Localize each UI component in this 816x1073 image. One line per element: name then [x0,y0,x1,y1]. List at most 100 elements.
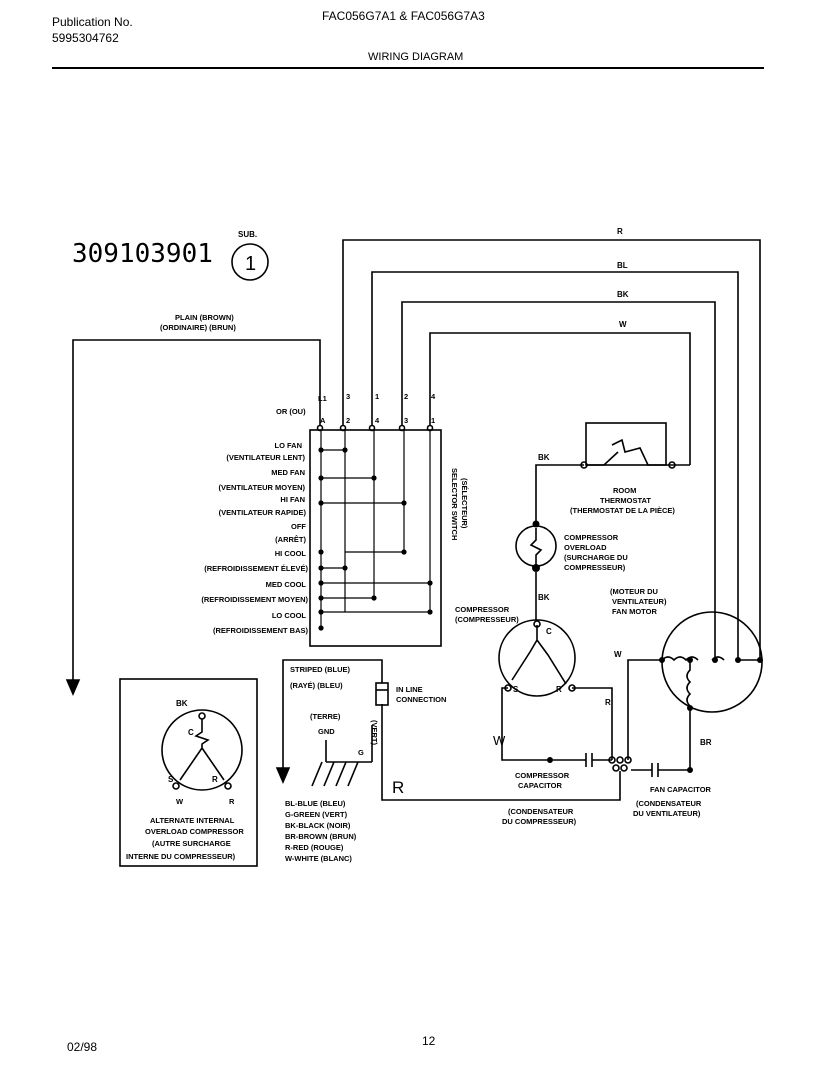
comp-term-s: S [513,685,519,694]
alt-term-s: S [168,775,174,784]
wire-w-cap: W [493,733,506,748]
plain-label-fr: (ORDINAIRE) (BRUN) [160,323,236,332]
alt-wire-r: R [229,797,235,806]
switch-row-labels: LO FAN (VENTILATEUR LENT) MED FAN (VENTI… [201,441,308,635]
page-number: 12 [422,1034,436,1048]
ground-label: (TERRE) [310,712,341,721]
wire-fan-w [627,659,662,760]
switch-row-label: MED FAN [271,468,305,477]
term-l1: L1 [318,394,327,403]
switch-row-label: (REFROIDISSEMENT BAS) [213,626,309,635]
legend-item: R-RED (ROUGE) [285,843,344,852]
term-2: 2 [404,392,408,401]
wire-striped [282,659,376,770]
color-legend: BL-BLUE (BLEU) G-GREEN (VERT) BK-BLACK (… [285,799,357,863]
alt-terminal-r [224,782,232,790]
term-1: 1 [375,392,379,401]
switch-terminals [316,424,434,432]
thermostat-label: THERMOSTAT [600,496,651,505]
alt-caption-line: OVERLOAD COMPRESSOR [145,827,244,836]
sub-number: 1 [245,253,256,275]
alt-caption-line: INTERNE DU COMPRESSEUR) [126,852,236,861]
alternate-overload-box [119,678,258,867]
in-line-label: IN LINE [396,685,423,694]
in-line-connector [375,682,389,706]
wire-to-connector [376,659,383,683]
comp-cap-label-2: CAPACITOR [518,781,562,790]
overload-label-2: OVERLOAD [564,543,607,552]
overload-label-fr2: COMPRESSEUR) [564,563,626,572]
switch-row-label: (REFROIDISSEMENT MOYEN) [201,595,308,604]
switch-row-label: MED COOL [266,580,307,589]
sub-label: SUB. [238,230,257,239]
wire-bk-thermo: BK [538,453,550,462]
compressor-terminal-c [533,620,541,628]
legend-item: BK-BLACK (NOIR) [285,821,351,830]
wire-white-top [429,332,691,465]
comp-cap-label-fr2: DU COMPRESSEUR) [502,817,577,826]
fan-motor-label-fr2: VENTILATEUR) [612,597,667,606]
wire-label-w: W [619,320,627,329]
publication-label: Publication No. [52,15,133,29]
switch-row-label: HI COOL [275,549,307,558]
part-number: 309103901 [72,239,213,269]
legend-item: BL-BLUE (BLEU) [285,799,346,808]
vert-label: (VERT) [370,720,379,746]
g-label: G [358,748,364,757]
model-numbers: FAC056G7A1 & FAC056G7A3 [322,9,485,23]
wire-r-cap: R [605,698,611,707]
alt-windings [179,719,225,781]
fan-motor-circle [661,611,763,713]
wire-comp-r [572,687,613,760]
switch-row-label: (VENTILATEUR LENT) [226,453,305,462]
wire-black-top [401,301,716,660]
fan-cap-label-fr2: DU VENTILATEUR) [633,809,701,818]
legend-item: G-GREEN (VERT) [285,810,348,819]
comp-cap-terminal [547,757,553,763]
alt-term-r: R [212,775,218,784]
section-title: WIRING DIAGRAM [368,51,464,63]
overload-terminal [532,564,540,572]
gnd-label: GND [318,727,335,736]
selector-switch-label-fr: (SÉLECTEUR) [460,478,469,529]
alt-terminal-top [198,712,206,720]
thermostat-label-fr: (THERMOSTAT DE LA PIÈCE) [570,506,675,515]
fan-motor-coils [661,656,760,662]
wire-bk-comp: BK [538,593,550,602]
legend-item: BR-BROWN (BRUN) [285,832,357,841]
overload-element [529,528,543,566]
fan-motor-coil-vert [686,660,692,707]
footer-date: 02/98 [67,1040,98,1054]
fan-capacitor [631,710,691,777]
switch-row-label: (REFROIDISSEMENT ÉLEVÉ) [204,564,308,573]
term-1b: 1 [431,416,435,425]
compressor-circle [498,619,576,697]
fan-motor-label: FAN MOTOR [612,607,657,616]
compressor-label-fr: (COMPRESSEUR) [455,615,519,624]
switch-row-label: HI FAN [280,495,305,504]
term-2b: 2 [346,416,350,425]
ground-symbol [311,761,359,787]
alt-caption-line: ALTERNATE INTERNAL [150,816,235,825]
alt-bk: BK [176,699,188,708]
alt-wire-w: W [176,797,184,806]
thermostat-switch [586,438,672,466]
overload-label-fr: (SURCHARGE DU [564,553,628,562]
alt-compressor-circle [161,709,243,791]
wire-label-r: R [617,227,623,236]
arrow-left [65,679,81,697]
switch-internal-lines [320,430,431,628]
fan-motor-terminals [659,657,763,711]
comp-term-r: R [556,685,562,694]
comp-cap-label: COMPRESSOR [515,771,570,780]
switch-row-label: (VENTILATEUR MOYEN) [218,483,305,492]
cap-junction [608,756,632,772]
selector-switch-label: SELECTOR SWITCH [450,468,459,540]
wire-return-r [381,704,621,801]
overload-label: COMPRESSOR [564,533,619,542]
alt-caption-line: (AUTRE SURCHARGE [152,839,231,848]
term-4b: 4 [375,416,380,425]
publication-number: 5995304762 [52,31,119,45]
switch-row-label: LO FAN [275,441,303,450]
